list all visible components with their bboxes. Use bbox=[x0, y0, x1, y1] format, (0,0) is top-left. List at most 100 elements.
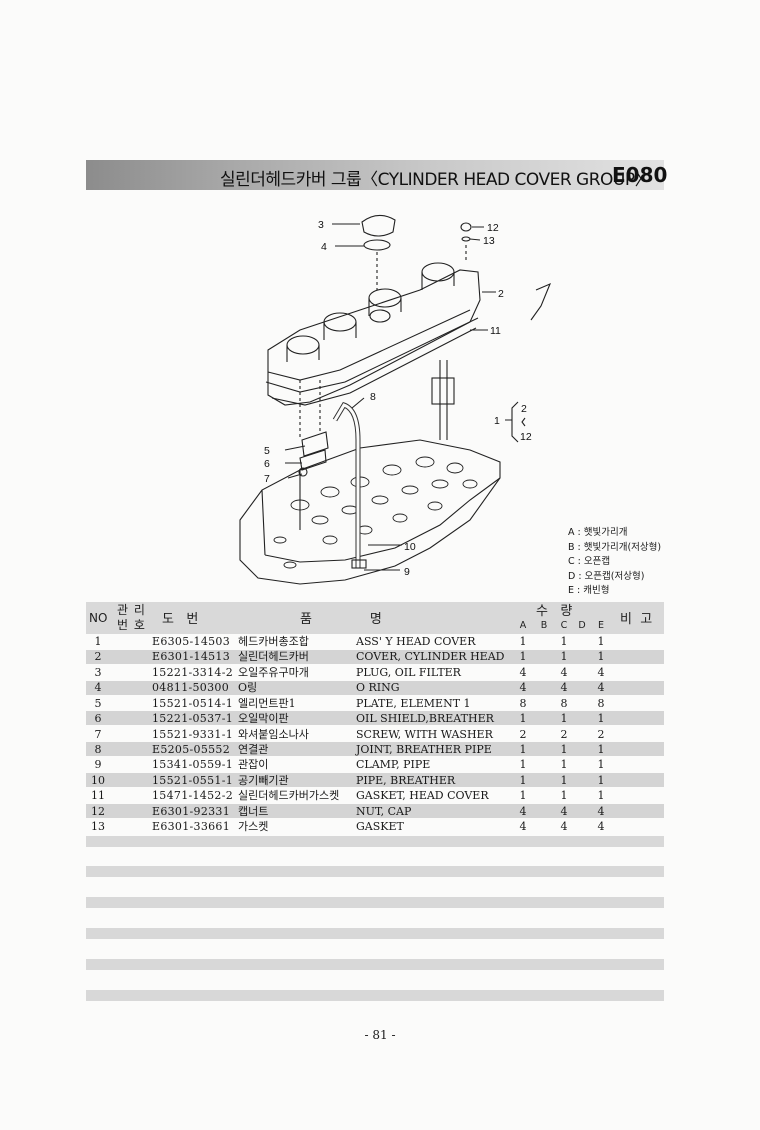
model-legend: A : 햇빛가리개 B : 햇빛가리개(저상형) C : 오픈캡 D : 오픈캡… bbox=[568, 526, 661, 599]
qty-e: 4 bbox=[597, 804, 605, 818]
callout-13: 13 bbox=[483, 235, 495, 247]
qty-c: 4 bbox=[560, 665, 568, 679]
part-name-korean: 공기빼기관 bbox=[238, 773, 289, 787]
callout-2: 2 bbox=[498, 288, 504, 300]
legend-item-a: A : 햇빛가리개 bbox=[568, 527, 628, 538]
part-name-korean: 엘리먼트판1 bbox=[238, 696, 296, 710]
callout-9: 9 bbox=[404, 566, 410, 578]
header-qty-e: E bbox=[597, 620, 604, 631]
qty-c: 1 bbox=[560, 635, 568, 648]
qty-a: 8 bbox=[519, 696, 527, 710]
page-number: - 81 - bbox=[364, 1028, 396, 1042]
part-name-korean: 헤드카버총조합 bbox=[238, 635, 309, 648]
callout-1-12: 12 bbox=[520, 431, 532, 443]
qty-c: 2 bbox=[560, 727, 568, 741]
callout-3: 3 bbox=[318, 219, 324, 231]
callout-5: 5 bbox=[264, 445, 270, 457]
part-name-english: O RING bbox=[356, 681, 400, 695]
qty-a: 1 bbox=[519, 742, 527, 756]
qty-a: 2 bbox=[519, 727, 527, 741]
header-qty-d: D bbox=[578, 620, 586, 631]
qty-a: 4 bbox=[519, 681, 527, 695]
qty-e: 1 bbox=[597, 758, 605, 772]
empty-row-stripe bbox=[86, 836, 664, 847]
part-number: 04811-50300 bbox=[152, 681, 230, 695]
qty-e: 1 bbox=[597, 635, 605, 648]
callout-4: 4 bbox=[321, 241, 327, 253]
callout-1: 1 bbox=[494, 415, 500, 427]
row-number: 5 bbox=[94, 696, 102, 710]
part-number: 15521-9331-1 bbox=[152, 727, 234, 741]
qty-c: 4 bbox=[560, 681, 568, 695]
header-mgmt-2: 번 호 bbox=[117, 618, 146, 632]
qty-c: 4 bbox=[560, 804, 568, 818]
header-quantity: 수 량 bbox=[536, 604, 573, 619]
legend-item-e: E : 캐빈형 bbox=[568, 585, 610, 596]
gasket-outline bbox=[271, 327, 477, 406]
part-name-english: PLUG, OIL FILTER bbox=[356, 665, 461, 679]
qty-a: 4 bbox=[519, 804, 527, 818]
part-number: E6301-33661 bbox=[152, 820, 231, 834]
part-name-english: ASS' Y HEAD COVER bbox=[356, 635, 476, 648]
part-number: E5205-05552 bbox=[152, 742, 231, 756]
legend-item-d: D : 오픈캡(저상형) bbox=[568, 570, 645, 582]
part-name-english: CLAMP, PIPE bbox=[356, 758, 431, 772]
o-ring bbox=[363, 239, 391, 251]
part-name-korean: 오일주유구마개 bbox=[238, 665, 309, 679]
legend-item-b: B : 햇빛가리개(저상형) bbox=[568, 541, 662, 553]
cylinder-head-block bbox=[239, 439, 501, 585]
part-name-english: PLATE, ELEMENT 1 bbox=[356, 696, 471, 710]
callout-12: 12 bbox=[487, 222, 499, 234]
row-stripe bbox=[86, 804, 664, 818]
row-number: 1 bbox=[94, 635, 102, 648]
row-number: 13 bbox=[91, 820, 105, 834]
row-number: 7 bbox=[94, 727, 102, 741]
row-number: 12 bbox=[91, 804, 105, 818]
empty-row-stripe bbox=[86, 928, 664, 939]
empty-row-stripe bbox=[86, 990, 664, 1001]
part-name-english: PIPE, BREATHER bbox=[356, 773, 456, 787]
row-number: 2 bbox=[94, 650, 102, 664]
qty-c: 1 bbox=[560, 712, 568, 726]
qty-c: 1 bbox=[560, 742, 568, 756]
part-number: 15221-0537-1 bbox=[152, 712, 234, 726]
callout-8: 8 bbox=[370, 391, 376, 403]
exploded-diagram: 3 4 12 13 2 11 8 1 2 12 5 6 7 10 9 bbox=[239, 214, 552, 585]
row-number: 11 bbox=[91, 789, 105, 803]
row-stripe bbox=[86, 742, 664, 756]
qty-a: 4 bbox=[519, 820, 527, 834]
callout-10: 10 bbox=[404, 541, 416, 553]
part-name-korean: 관잡이 bbox=[238, 758, 269, 772]
qty-c: 1 bbox=[560, 758, 568, 772]
qty-a: 1 bbox=[519, 650, 527, 664]
part-number: 15341-0559-1 bbox=[152, 758, 234, 772]
qty-c: 1 bbox=[560, 773, 568, 787]
part-name-english: OIL SHIELD,BREATHER bbox=[356, 712, 494, 726]
part-name-english: GASKET, HEAD COVER bbox=[356, 789, 489, 803]
qty-a: 1 bbox=[519, 712, 527, 726]
breather-pipe bbox=[332, 401, 361, 568]
row-number: 4 bbox=[94, 681, 102, 695]
qty-a: 1 bbox=[519, 773, 527, 787]
row-stripe bbox=[86, 711, 664, 725]
part-name-korean: 와셔붙임소나사 bbox=[238, 727, 309, 741]
callout-1-2: 2 bbox=[521, 403, 527, 415]
header-part-name: 품 명 bbox=[300, 612, 382, 627]
row-stripe bbox=[86, 681, 664, 695]
part-name-english: JOINT, BREATHER PIPE bbox=[356, 742, 492, 756]
qty-a: 1 bbox=[519, 758, 527, 772]
qty-e: 1 bbox=[597, 789, 605, 803]
row-stripe bbox=[86, 650, 664, 664]
part-name-korean: 실린더헤드카버 bbox=[238, 650, 309, 664]
row-number: 3 bbox=[94, 665, 102, 679]
